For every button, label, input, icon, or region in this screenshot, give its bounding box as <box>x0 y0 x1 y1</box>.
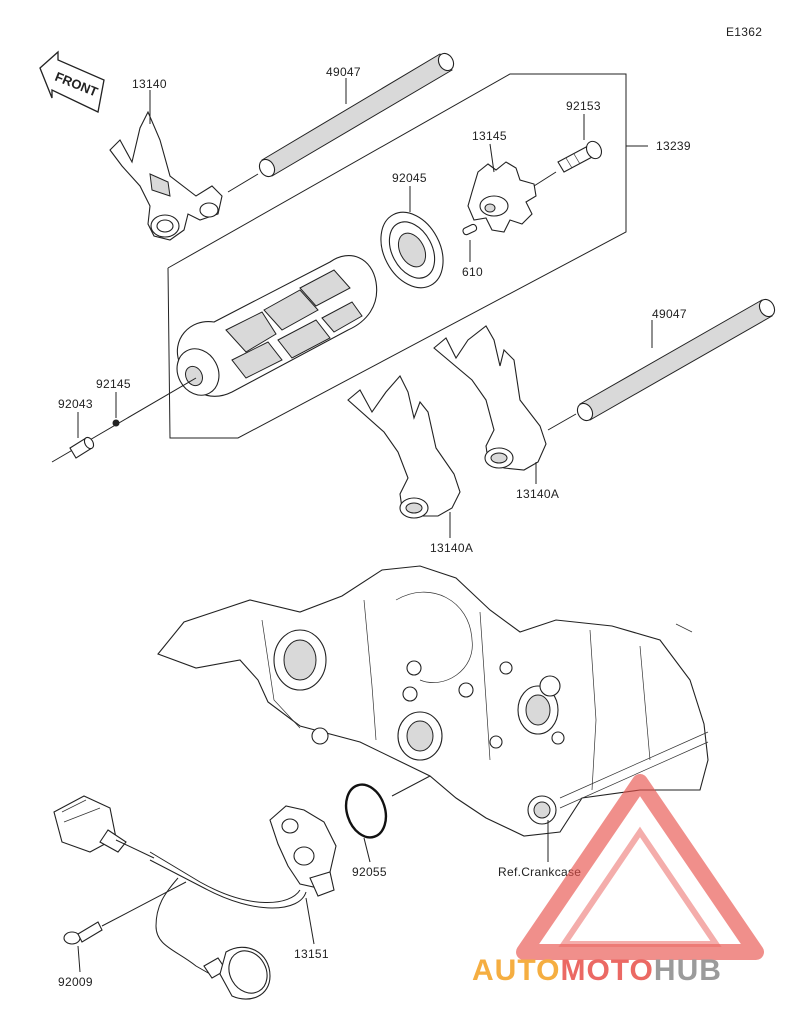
label-92055: 92055 <box>352 865 387 879</box>
label-49047-top: 49047 <box>326 65 361 79</box>
label-13140A-right: 13140A <box>516 487 559 501</box>
shift-fork-13140A-right <box>433 325 547 471</box>
label-92043: 92043 <box>58 397 93 411</box>
gear-position-sensor-13151 <box>149 805 337 1000</box>
watermark-triangle-icon <box>516 774 764 960</box>
shift-drum <box>176 255 378 397</box>
label-ref-crankcase: Ref.Crankcase <box>498 865 581 879</box>
watermark-hub: HUB <box>654 954 722 987</box>
crankcase <box>157 565 709 837</box>
sensor-connector <box>53 795 155 859</box>
shift-rod-49047-mid <box>576 298 776 422</box>
label-610: 610 <box>462 265 483 279</box>
watermark-logo: AUTOMOTOHUB <box>472 774 764 987</box>
pin-610 <box>462 223 478 236</box>
drum-cam-13145 <box>467 161 537 233</box>
ball-92145 <box>112 419 120 427</box>
bearing-92045 <box>380 211 444 289</box>
o-ring-92055 <box>344 783 388 839</box>
shift-fork-13140A-left <box>347 375 461 519</box>
plug-92043 <box>69 436 95 459</box>
shift-fork-13140 <box>109 110 223 241</box>
label-92009: 92009 <box>58 975 93 989</box>
watermark-auto: AUTO <box>472 954 560 987</box>
shift-rod-49047-top <box>258 52 455 178</box>
label-13145: 13145 <box>472 129 507 143</box>
svg-text:AUTOMOTOHUB: AUTOMOTOHUB <box>472 954 722 987</box>
diagram-id: E1362 <box>726 25 762 39</box>
bolt-92153 <box>557 140 603 173</box>
front-arrow-icon: FRONT <box>39 50 105 113</box>
label-13140A-left: 13140A <box>430 541 473 555</box>
label-13140: 13140 <box>132 77 167 91</box>
label-92153: 92153 <box>566 99 601 113</box>
label-13239: 13239 <box>656 139 691 153</box>
label-92145: 92145 <box>96 377 131 391</box>
watermark-moto: MOTO <box>560 954 653 987</box>
label-13151: 13151 <box>294 947 329 961</box>
label-92045: 92045 <box>392 171 427 185</box>
label-49047-mid: 49047 <box>652 307 687 321</box>
drum-assembly-outline <box>167 73 627 439</box>
bolt-92009 <box>63 921 103 945</box>
